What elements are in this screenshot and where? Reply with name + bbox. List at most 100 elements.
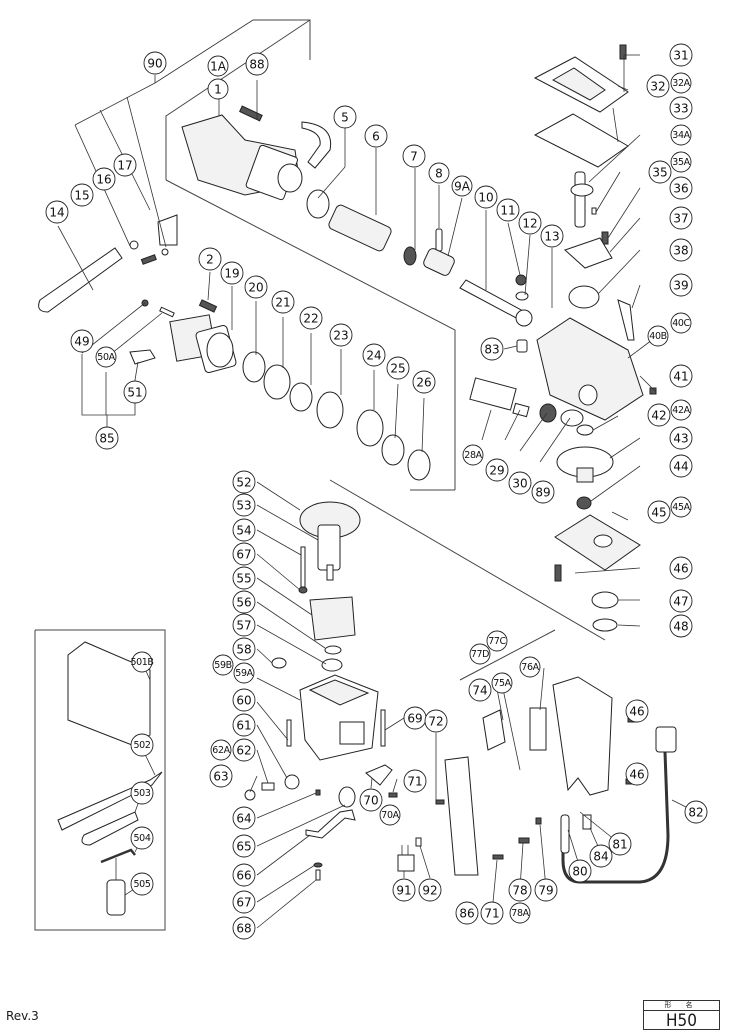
callout-65: 65 (232, 834, 256, 858)
callout-label: 20 (248, 281, 263, 295)
callout-label: 32A (672, 78, 690, 89)
callout-24: 24 (362, 343, 386, 367)
callout-34a: 34A (670, 124, 692, 146)
callout-circle (508, 878, 532, 902)
callout-circle (198, 247, 222, 271)
gear-43 (556, 446, 614, 483)
callout-502: 502 (130, 733, 154, 757)
callout-label: 35A (672, 157, 690, 168)
callout-label: 45 (651, 506, 666, 520)
callout-9a: 9A (451, 175, 473, 197)
callout-circle (480, 901, 504, 925)
bracket-90 (157, 214, 178, 246)
cylinder-6 (328, 204, 392, 252)
callout-label: 52 (236, 476, 251, 490)
callout-51: 51 (123, 380, 147, 404)
callout-label: 61 (236, 719, 251, 733)
callout-17: 17 (113, 153, 137, 177)
callout-label: 40C (672, 318, 690, 329)
callout-circle (113, 153, 137, 177)
callout-circle (131, 651, 153, 673)
callout-78: 78 (508, 878, 532, 902)
callout-circle (130, 781, 154, 805)
callout-12: 12 (518, 211, 542, 235)
bolt-88 (239, 105, 263, 122)
callout-circle (403, 769, 427, 793)
handle-grip-1 (181, 114, 303, 201)
callout-label: 7 (410, 150, 418, 164)
o-ring-5 (306, 189, 330, 219)
callout-circle (540, 224, 564, 248)
callout-circle (669, 426, 693, 450)
callout-77d: 77D (469, 643, 491, 665)
callout-circle (647, 403, 671, 427)
callout-label: 49 (74, 335, 89, 349)
bracket-66 (305, 809, 356, 839)
callout-circle (232, 916, 256, 940)
lead-79 (535, 817, 542, 825)
callout-circle (392, 878, 416, 902)
callout-label: 42A (672, 405, 690, 416)
callout-circle (428, 162, 450, 184)
callout-77c: 77C (486, 630, 508, 652)
callout-label: 503 (134, 788, 151, 799)
callout-label: 55 (236, 572, 251, 586)
callout-label: 67 (236, 548, 251, 562)
callout-42: 42 (647, 403, 671, 427)
connector-92 (415, 837, 422, 847)
clamp-band (301, 121, 332, 169)
callout-88: 88 (245, 52, 269, 76)
callout-circle (232, 613, 256, 637)
callout-13: 13 (540, 224, 564, 248)
callout-37: 37 (669, 206, 693, 230)
callout-21: 21 (271, 290, 295, 314)
screw-68 (315, 869, 321, 881)
callout-42a: 42A (670, 399, 692, 421)
callout-circle (232, 590, 256, 614)
callout-64: 64 (232, 806, 256, 830)
bearing-38 (568, 285, 600, 309)
callout-circle (386, 356, 410, 380)
callout-label: 34A (672, 130, 690, 141)
pin-8 (435, 228, 443, 252)
callout-label: 59A (235, 668, 253, 679)
brush-holder-61 (284, 774, 300, 790)
callout-82: 82 (684, 800, 708, 824)
callout-label: 29 (489, 464, 504, 478)
callout-label: 91 (396, 884, 411, 898)
callout-circle (669, 176, 693, 200)
washer-56 (324, 645, 342, 655)
callout-45: 45 (647, 500, 671, 524)
callout-7: 7 (402, 144, 426, 168)
callout-70: 70 (359, 788, 383, 812)
callout-circle (669, 96, 693, 120)
callout-circle (608, 832, 632, 856)
callout-label: 46 (673, 562, 688, 576)
callout-5: 5 (333, 105, 357, 129)
callout-47: 47 (669, 589, 693, 613)
callout-label: 75A (493, 678, 511, 689)
callout-circle (669, 364, 693, 388)
callout-86: 86 (455, 901, 479, 925)
callout-72: 72 (424, 709, 448, 733)
stator-55 (309, 596, 356, 641)
callout-circle (646, 74, 670, 98)
cover-32 (533, 56, 629, 113)
callout-circle (245, 52, 269, 76)
callout-circle (70, 329, 94, 353)
callout-78a: 78A (509, 902, 531, 924)
callout-label: 65 (236, 840, 251, 854)
callout-25: 25 (386, 356, 410, 380)
callout-circle (669, 273, 693, 297)
callout-circle (519, 656, 541, 678)
callout-label: 2 (206, 253, 214, 267)
callout-circle (496, 198, 520, 222)
callout-20: 20 (244, 275, 268, 299)
callout-circle (669, 238, 693, 262)
callout-46: 46 (669, 556, 693, 580)
crank-case-40B (536, 317, 644, 421)
callout-1a: 1A (207, 55, 229, 77)
nut-11 (515, 274, 527, 286)
callout-79: 79 (534, 878, 558, 902)
